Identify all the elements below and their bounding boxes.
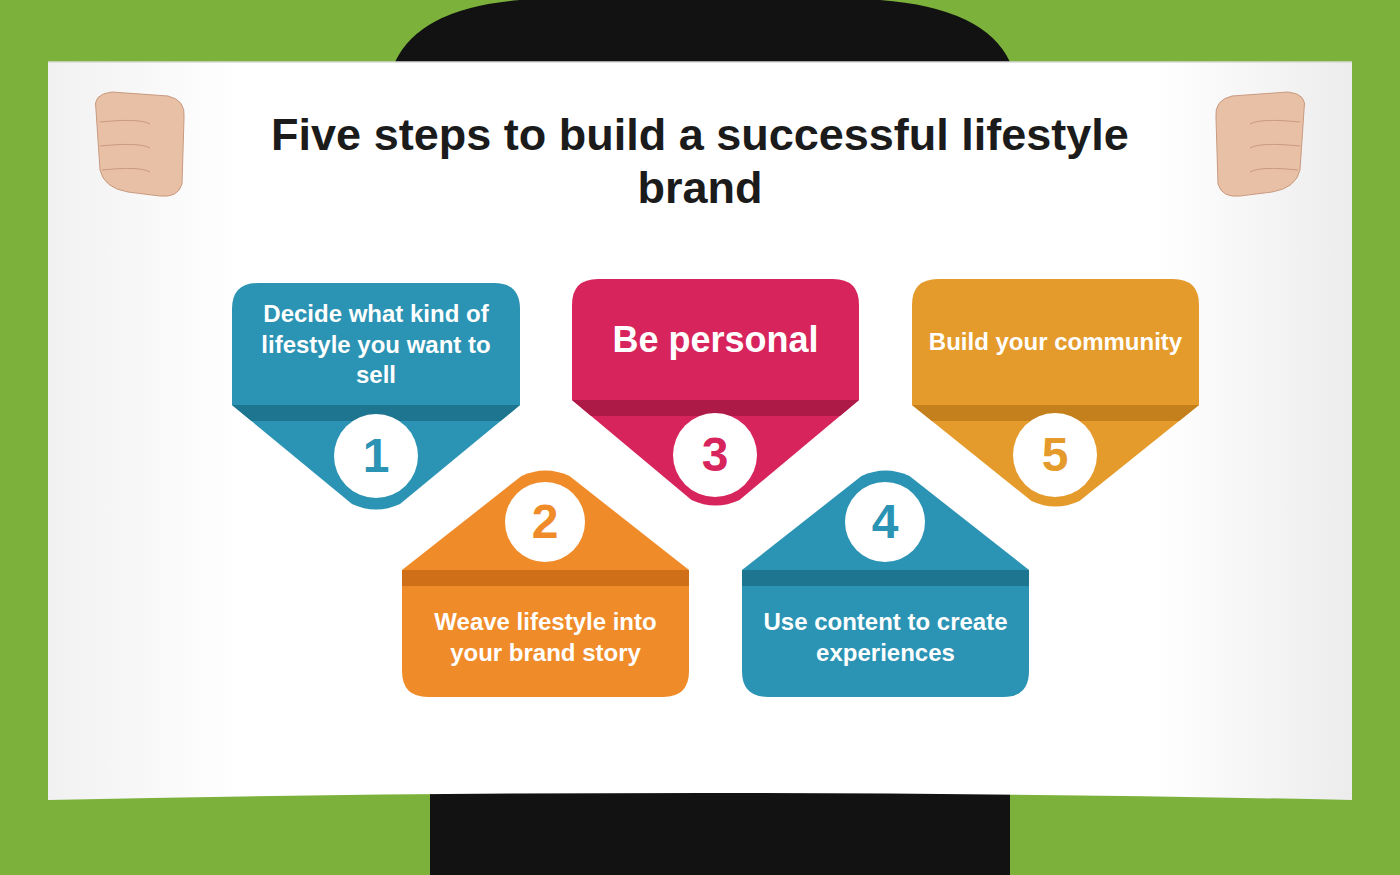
step-tag: Decide what kind of lifestyle you want t…	[232, 283, 520, 515]
step-tag: Weave lifestyle into your brand story 2	[402, 465, 689, 697]
tag-fill	[572, 279, 859, 506]
step-tag: Use content to create experiences 4	[742, 465, 1029, 697]
left-finger-line	[100, 144, 150, 148]
number-region: 3	[673, 413, 757, 497]
fold-band	[742, 570, 1029, 586]
left-finger-line	[102, 168, 150, 172]
step-text: Build your community	[926, 327, 1185, 358]
step-text: Weave lifestyle into your brand story	[416, 607, 675, 668]
number-circle	[334, 414, 418, 498]
number-region: 4	[845, 482, 925, 562]
step-text: Be personal	[586, 317, 845, 363]
callout-number: 4	[872, 498, 899, 546]
step-text: Decide what kind of lifestyle you want t…	[246, 299, 506, 391]
number-circle	[673, 413, 757, 497]
number-region: 2	[505, 482, 585, 562]
tag-fill	[232, 283, 520, 510]
callout-number: 3	[702, 431, 729, 479]
person-legs	[430, 790, 1010, 875]
right-finger-line	[1250, 144, 1300, 148]
text-region: Build your community	[926, 283, 1185, 401]
number-circle	[845, 482, 925, 562]
right-palm	[1216, 92, 1305, 196]
number-circle	[505, 482, 585, 562]
left-finger-line	[100, 120, 150, 124]
diagram-title: Five steps to build a successful lifesty…	[250, 108, 1150, 214]
tag-fill	[912, 279, 1199, 507]
callout-number: 5	[1042, 431, 1069, 479]
step-tag: Be personal 3	[572, 279, 859, 511]
number-circle	[1013, 413, 1097, 497]
tag-fill	[742, 471, 1029, 698]
poster-edge	[48, 61, 1352, 63]
text-region: Be personal	[586, 283, 845, 397]
number-region: 5	[1013, 413, 1097, 497]
text-region: Decide what kind of lifestyle you want t…	[246, 289, 506, 401]
left-palm	[95, 92, 184, 196]
callout-number: 2	[532, 498, 559, 546]
fold-band	[402, 570, 689, 586]
poster-sheet	[48, 62, 1352, 800]
left-hand	[95, 92, 184, 196]
tag-fill	[402, 471, 689, 698]
number-region: 1	[334, 414, 418, 498]
text-region: Weave lifestyle into your brand story	[416, 586, 675, 690]
right-hand	[1216, 92, 1305, 196]
person-torso	[395, 0, 1010, 62]
right-finger-line	[1250, 120, 1300, 124]
right-finger-line	[1250, 168, 1298, 172]
text-region: Use content to create experiences	[756, 586, 1015, 690]
step-text: Use content to create experiences	[756, 607, 1015, 668]
step-tag: Build your community 5	[912, 279, 1199, 512]
callout-number: 1	[363, 432, 390, 480]
